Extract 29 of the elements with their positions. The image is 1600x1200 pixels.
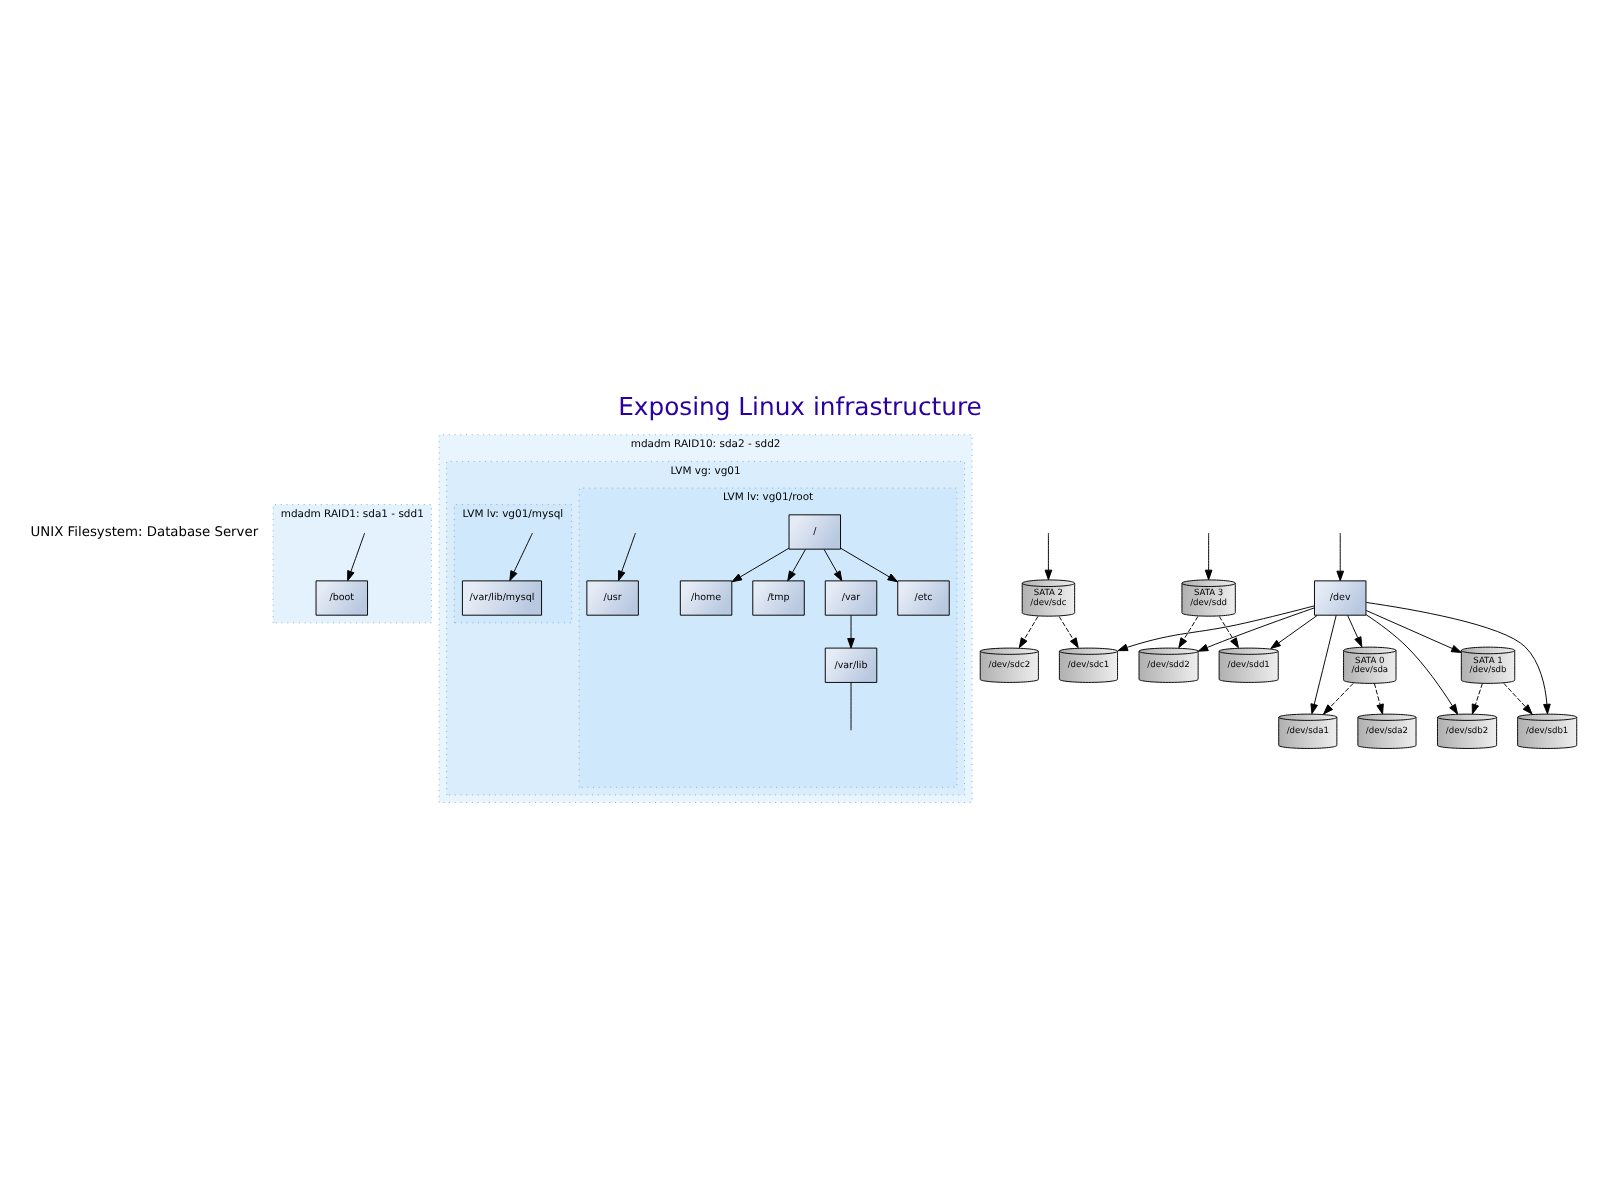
arrow xyxy=(1018,615,1039,648)
arrow xyxy=(1197,606,1315,651)
arrow xyxy=(1373,681,1384,714)
diagram-title: Exposing Linux infrastructure xyxy=(618,390,982,421)
arrow xyxy=(1347,614,1363,647)
arrow xyxy=(847,614,855,648)
arrow xyxy=(1323,681,1354,714)
arrow xyxy=(823,548,843,581)
arrow xyxy=(1218,615,1239,648)
arrow xyxy=(1058,615,1079,648)
arrow xyxy=(618,531,636,581)
arrow xyxy=(1270,614,1318,648)
arrow xyxy=(509,531,533,581)
arrow xyxy=(1336,531,1345,581)
arrow xyxy=(840,546,898,582)
arrow xyxy=(347,531,366,581)
arrow xyxy=(1178,615,1199,648)
arrow xyxy=(1117,604,1315,651)
arrow xyxy=(1503,681,1533,714)
arrow xyxy=(787,548,806,581)
arrow xyxy=(1204,531,1213,580)
arrow xyxy=(1044,531,1053,580)
arrow xyxy=(1365,601,1551,714)
arrow xyxy=(1365,609,1462,652)
connector xyxy=(850,681,852,730)
arrow xyxy=(731,546,790,582)
arrow xyxy=(1471,681,1483,714)
arrow xyxy=(1310,613,1337,714)
arrow xyxy=(1365,613,1459,714)
